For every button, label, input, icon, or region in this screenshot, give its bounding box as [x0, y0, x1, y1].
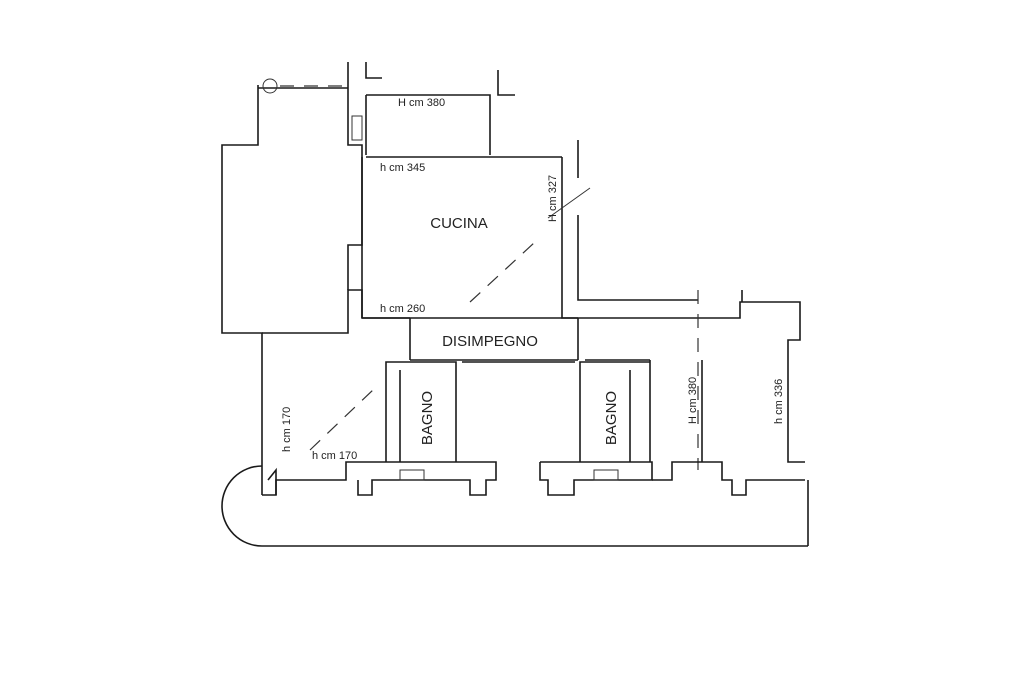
height-label-left-bottom: h cm 170 [312, 450, 357, 462]
window [399, 469, 425, 481]
height-label-kitchen-bottom: h cm 260 [380, 303, 425, 315]
height-label-kitchen-top: h cm 345 [380, 162, 425, 174]
height-label-right-a: H cm 380 [687, 377, 699, 424]
room-label-bagno-right: BAGNO [603, 391, 620, 445]
room-label-bagno-left: BAGNO [419, 391, 436, 445]
height-label-top-room: H cm 380 [398, 97, 445, 109]
height-label-right-b: h cm 336 [773, 379, 785, 424]
column-circle [262, 78, 278, 94]
height-labels: H cm 380 h cm 345 H cm 327 h cm 260 h cm… [281, 97, 785, 462]
window [351, 115, 363, 141]
height-label-kitchen-right: H cm 327 [547, 175, 559, 222]
room-labels: CUCINA DISIMPEGNO BAGNO BAGNO [419, 215, 620, 445]
outer-walls [221, 62, 809, 547]
window [593, 469, 619, 481]
room-label-disimpegno: DISIMPEGNO [442, 333, 538, 350]
room-label-cucina: CUCINA [430, 215, 488, 232]
height-label-left-vertical: h cm 170 [281, 407, 293, 452]
